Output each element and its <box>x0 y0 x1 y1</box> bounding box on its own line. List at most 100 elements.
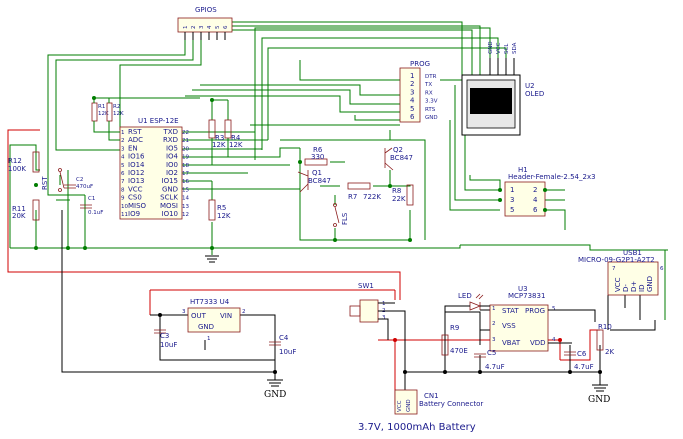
prog-pin-3: 3 <box>410 88 414 96</box>
svg-text:722K: 722K <box>363 193 381 201</box>
h1-pin-3: 3 <box>510 196 514 204</box>
prog-signal-gnd: GND <box>425 115 438 121</box>
h1-pin-1: 1 <box>510 186 514 194</box>
svg-text:4.7uF: 4.7uF <box>574 363 594 371</box>
gpios-pin-3: 3 <box>199 25 205 29</box>
resistor-r8: R8 22K <box>392 184 414 206</box>
esp-pin-txd: TXD <box>163 128 178 136</box>
usb-pin-vcc: VCC <box>614 277 622 292</box>
battery-connector: VCC GND CN1 Battery Connector <box>394 389 483 415</box>
esp-pin-num: 10 <box>121 204 128 210</box>
esp-pin-io15: IO15 <box>162 177 178 185</box>
svg-text:0.1uF: 0.1uF <box>88 210 103 216</box>
svg-text:5: 5 <box>552 306 556 312</box>
transistor-q1: Q1 BC847 <box>297 169 331 193</box>
prog-signal-3.3v: 3.3V <box>425 99 438 105</box>
esp-pin-en: EN <box>128 144 138 152</box>
svg-text:330: 330 <box>311 153 324 161</box>
svg-text:R12: R12 <box>8 157 22 165</box>
esp-pin-num: 15 <box>182 187 189 193</box>
svg-text:R6: R6 <box>313 146 323 154</box>
oled-pin-scl: SCL <box>504 43 510 54</box>
gpios-pin-1: 1 <box>183 26 189 30</box>
prog-signal-tx: TX <box>424 82 432 88</box>
svg-text:10uF: 10uF <box>279 348 296 356</box>
svg-text:1: 1 <box>207 336 211 342</box>
junctions <box>34 96 602 374</box>
resistor-r9: R9 470E <box>441 324 468 356</box>
esp-pin-adc: ADC <box>128 136 143 144</box>
esp-pin-num: 20 <box>182 146 189 152</box>
svg-text:OLED: OLED <box>525 90 544 98</box>
capacitor-c4: C4 10uF <box>269 334 296 356</box>
svg-text:VSS: VSS <box>502 322 516 330</box>
esp-pin-io13: IO13 <box>128 177 144 185</box>
esp-pin-num: 3 <box>121 146 125 152</box>
esp-pin-num: 8 <box>121 187 125 193</box>
svg-text:12K: 12K <box>113 111 124 117</box>
svg-text:SW1: SW1 <box>358 282 374 290</box>
svg-text:FLS: FLS <box>341 212 349 225</box>
svg-text:GND: GND <box>588 395 610 405</box>
svg-text:CN1: CN1 <box>424 392 439 400</box>
svg-text:12K: 12K <box>217 212 231 220</box>
flash-button: FLS <box>333 203 349 227</box>
esp-title: U1 ESP-12E <box>138 117 179 125</box>
h1-pin-6: 6 <box>533 206 538 214</box>
usb-pin-gnd: GND <box>646 276 654 292</box>
ht7333-regulator: HT7333 U4 OUT VIN GND 3 2 1 <box>182 298 246 342</box>
svg-text:VDD: VDD <box>530 339 546 347</box>
svg-text:3: 3 <box>492 337 496 343</box>
esp-pin-num: 21 <box>182 138 189 144</box>
svg-text:HT7333 U4: HT7333 U4 <box>190 298 230 306</box>
svg-text:Header-Female-2.54_2x3: Header-Female-2.54_2x3 <box>508 173 596 181</box>
prog-pin-2: 2 <box>410 80 414 88</box>
esp-pin-io12: IO12 <box>128 169 144 177</box>
svg-text:R4: R4 <box>231 134 241 142</box>
mcp73831-charger: U3 MCP73831 STAT VSS VBAT PROG VDD 1 2 3… <box>489 285 596 352</box>
svg-text:R2: R2 <box>113 104 120 110</box>
switch-sw1: SW1 1 2 3 <box>349 282 406 350</box>
esp-pin-num: 2 <box>121 138 125 144</box>
svg-text:C5: C5 <box>487 349 496 357</box>
svg-text:2: 2 <box>242 309 246 315</box>
esp-pin-io4: IO4 <box>166 153 179 161</box>
svg-text:STAT: STAT <box>502 307 519 315</box>
svg-text:470uF: 470uF <box>76 184 93 190</box>
prog-signal-rts: RTS <box>425 107 436 113</box>
ground-symbol-left: GND <box>264 379 286 400</box>
svg-text:4: 4 <box>552 337 556 343</box>
h1-pin-2: 2 <box>533 186 537 194</box>
svg-text:R5: R5 <box>217 204 226 212</box>
svg-text:RST: RST <box>41 176 49 190</box>
esp-pin-miso: MISO <box>128 202 147 210</box>
svg-text:C1: C1 <box>88 196 95 202</box>
status-led: LED <box>444 292 490 312</box>
esp-pin-num: 9 <box>121 196 125 202</box>
esp-pin-num: 18 <box>182 163 189 169</box>
svg-text:R7: R7 <box>348 193 357 201</box>
esp-pin-num: 11 <box>121 212 128 218</box>
svg-text:22K: 22K <box>392 195 406 203</box>
oled-pin-sda: SDA <box>512 42 518 54</box>
esp-pin-num: 17 <box>182 171 189 177</box>
esp-pin-io0: IO0 <box>166 161 178 169</box>
svg-text:GND: GND <box>198 323 214 331</box>
esp-pin-io5: IO5 <box>166 144 178 152</box>
resistor-r5: R5 12K <box>208 199 231 221</box>
usb-pin-num: 7 <box>612 266 616 272</box>
svg-text:VIN: VIN <box>220 312 232 320</box>
svg-text:OUT: OUT <box>191 312 207 320</box>
esp-pin-num: 16 <box>182 179 189 185</box>
svg-text:3: 3 <box>182 309 186 315</box>
esp-pin-vcc: VCC <box>128 185 143 193</box>
esp-pin-num: 6 <box>121 171 125 177</box>
usb-pin-num: 6 <box>660 266 664 272</box>
esp-pin-io16: IO16 <box>128 153 145 161</box>
esp-pin-mosi: MOSI <box>160 202 178 210</box>
esp-pin-num: 13 <box>182 204 189 210</box>
power-wires <box>7 129 600 405</box>
esp-pin-rxd: RXD <box>163 136 178 144</box>
